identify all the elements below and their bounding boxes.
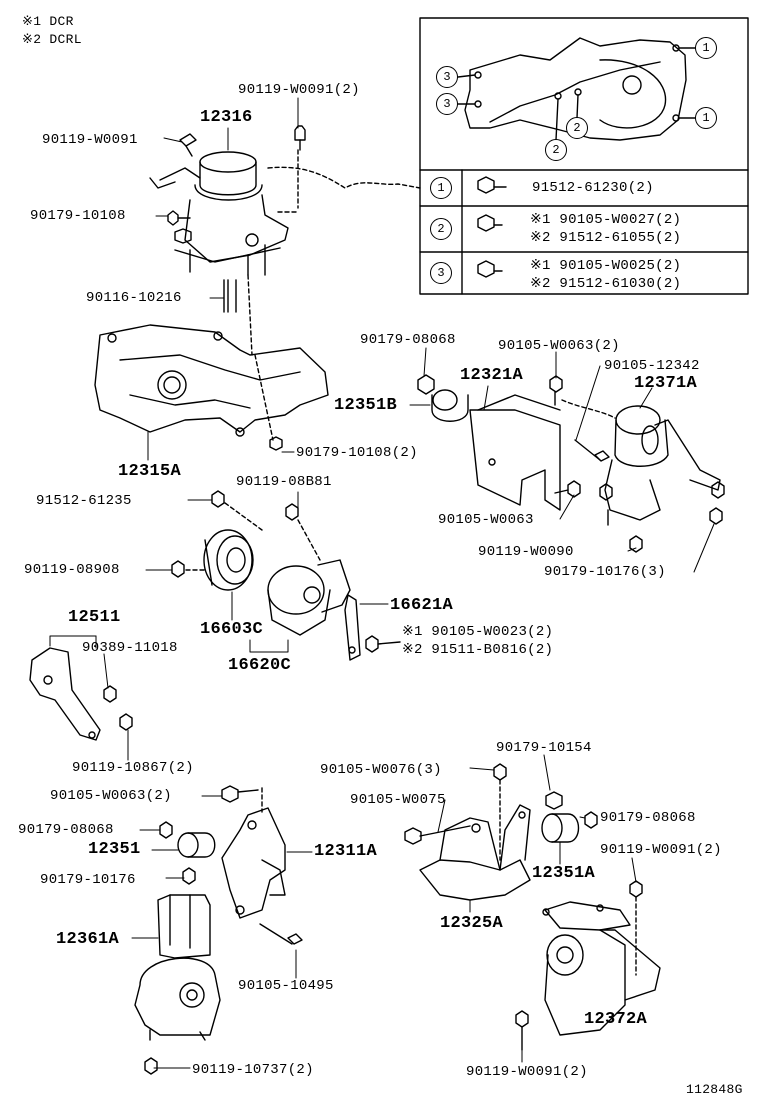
label-91512-61235: 91512-61235 bbox=[36, 493, 132, 509]
label-90179-10108: 90179-10108 bbox=[30, 208, 126, 224]
legend-num-3: 3 bbox=[430, 262, 452, 284]
legend-num-2: 2 bbox=[430, 218, 452, 240]
label-90105-12342: 90105-12342 bbox=[604, 358, 700, 374]
mount-12351A-drawing bbox=[541, 791, 598, 843]
label-12361A: 12361A bbox=[56, 930, 120, 949]
mount-12311A-drawing bbox=[134, 785, 303, 1075]
label-90119-W0091-2-mid: 90119-W0091(2) bbox=[600, 842, 722, 858]
label-90119-W0091-2-top: 90119-W0091(2) bbox=[238, 82, 360, 98]
label-90105-W0075: 90105-W0075 bbox=[350, 792, 446, 808]
label-12325A: 12325A bbox=[440, 914, 504, 933]
label-12372A: 12372A bbox=[584, 1010, 648, 1029]
label-90179-10176-3: 90179-10176(3) bbox=[544, 564, 666, 580]
label-90105-W0063: 90105-W0063 bbox=[438, 512, 534, 528]
label-12511: 12511 bbox=[68, 608, 121, 627]
label-90119-W0091-2-bottom: 90119-W0091(2) bbox=[466, 1064, 588, 1080]
inset-callout-2-lower: 2 bbox=[545, 139, 567, 161]
figure-id: 112848G bbox=[686, 1082, 743, 1097]
inset-callout-3-bottom: 3 bbox=[436, 93, 458, 115]
label-90119-10867-2: 90119-10867(2) bbox=[72, 760, 194, 776]
legend-num-1: 1 bbox=[430, 177, 452, 199]
label-90179-10176: 90179-10176 bbox=[40, 872, 136, 888]
label-90179-10108-2: 90179-10108(2) bbox=[296, 445, 418, 461]
inset-leader bbox=[267, 166, 421, 189]
leader-lines bbox=[49, 97, 715, 1069]
inset-callout-3-top: 3 bbox=[436, 66, 458, 88]
pulley-16620C-drawing bbox=[171, 490, 401, 661]
label-90119-W0091: 90119-W0091 bbox=[42, 132, 138, 148]
bracket-12325A-drawing bbox=[404, 763, 531, 901]
label-12351A: 12351A bbox=[532, 864, 596, 883]
label-12351: 12351 bbox=[88, 840, 141, 859]
label-90119-10737-2: 90119-10737(2) bbox=[192, 1062, 314, 1078]
label-90389-11018: 90389-11018 bbox=[82, 640, 178, 656]
label-90105-10495: 90105-10495 bbox=[238, 978, 334, 994]
label-90105-W0063-2-left: 90105-W0063(2) bbox=[50, 788, 172, 804]
inset-callout-2-upper: 2 bbox=[566, 117, 588, 139]
label-dcr-90105-W0023: ※1 90105-W0023(2) bbox=[402, 624, 554, 640]
label-dcrl-91511-B0816: ※2 91511-B0816(2) bbox=[402, 642, 554, 658]
legend-part-1: 91512-61230(2) bbox=[532, 180, 654, 196]
bracket-12315A-drawing bbox=[94, 324, 329, 451]
inset-callout-1-bottom: 1 bbox=[695, 107, 717, 129]
label-90119-08908: 90119-08908 bbox=[24, 562, 120, 578]
label-90105-W0063-2-right: 90105-W0063(2) bbox=[498, 338, 620, 354]
label-12316: 12316 bbox=[200, 108, 253, 127]
mount-12371A-drawing bbox=[574, 405, 725, 553]
label-12315A: 12315A bbox=[118, 462, 182, 481]
mount-12316-drawing bbox=[149, 125, 306, 441]
footnote-1: ※1 DCR bbox=[22, 14, 74, 29]
inset-box bbox=[419, 17, 749, 295]
legend-part-2b: ※2 91512-61055(2) bbox=[530, 230, 682, 246]
inset-callout-1-top: 1 bbox=[695, 37, 717, 59]
footnote-2: ※2 DCRL bbox=[22, 32, 82, 47]
legend-part-3b: ※2 91512-61030(2) bbox=[530, 276, 682, 292]
label-16621A: 16621A bbox=[390, 596, 454, 615]
label-16620C: 16620C bbox=[228, 656, 292, 675]
label-12321A: 12321A bbox=[460, 366, 524, 385]
legend-part-2a: ※1 90105-W0027(2) bbox=[530, 212, 682, 228]
label-12351B: 12351B bbox=[334, 396, 398, 415]
bracket-12511-drawing bbox=[29, 647, 133, 741]
label-90179-08068-right: 90179-08068 bbox=[600, 810, 696, 826]
label-90119-W0090: 90119-W0090 bbox=[478, 544, 574, 560]
label-90179-08068-left: 90179-08068 bbox=[18, 822, 114, 838]
label-90119-08B81: 90119-08B81 bbox=[236, 474, 332, 490]
bracket-12321A-drawing bbox=[417, 374, 616, 511]
label-12311A: 12311A bbox=[314, 842, 378, 861]
label-90179-08068-top: 90179-08068 bbox=[360, 332, 456, 348]
label-12371A: 12371A bbox=[634, 374, 698, 393]
legend-part-3a: ※1 90105-W0025(2) bbox=[530, 258, 682, 274]
label-90105-W0076-3: 90105-W0076(3) bbox=[320, 762, 442, 778]
label-16603C: 16603C bbox=[200, 620, 264, 639]
label-90116-10216: 90116-10216 bbox=[86, 290, 182, 306]
label-90179-10154: 90179-10154 bbox=[496, 740, 592, 756]
